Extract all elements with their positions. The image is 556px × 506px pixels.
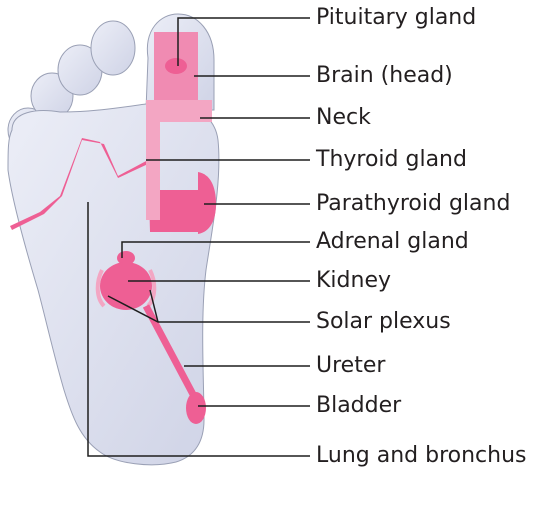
label-neck: Neck [316,105,371,130]
label-pituitary: Pituitary gland [316,5,476,30]
label-kidney: Kidney [316,268,391,293]
toe-second [91,21,135,75]
zone-pituitary [165,58,187,74]
labels: Pituitary gland Brain (head) Neck Thyroi… [315,5,526,468]
label-brain: Brain (head) [316,63,453,88]
zone-kidney [100,262,152,310]
label-ureter: Ureter [316,353,386,378]
label-solar: Solar plexus [316,309,451,334]
label-adrenal: Adrenal gland [316,229,469,254]
label-thyroid: Thyroid gland [315,147,467,172]
zone-bladder [186,392,206,424]
label-bladder: Bladder [316,393,402,418]
zone-thyroid [146,122,160,220]
label-lung: Lung and bronchus [316,443,526,468]
label-parathyroid: Parathyroid gland [316,191,510,216]
